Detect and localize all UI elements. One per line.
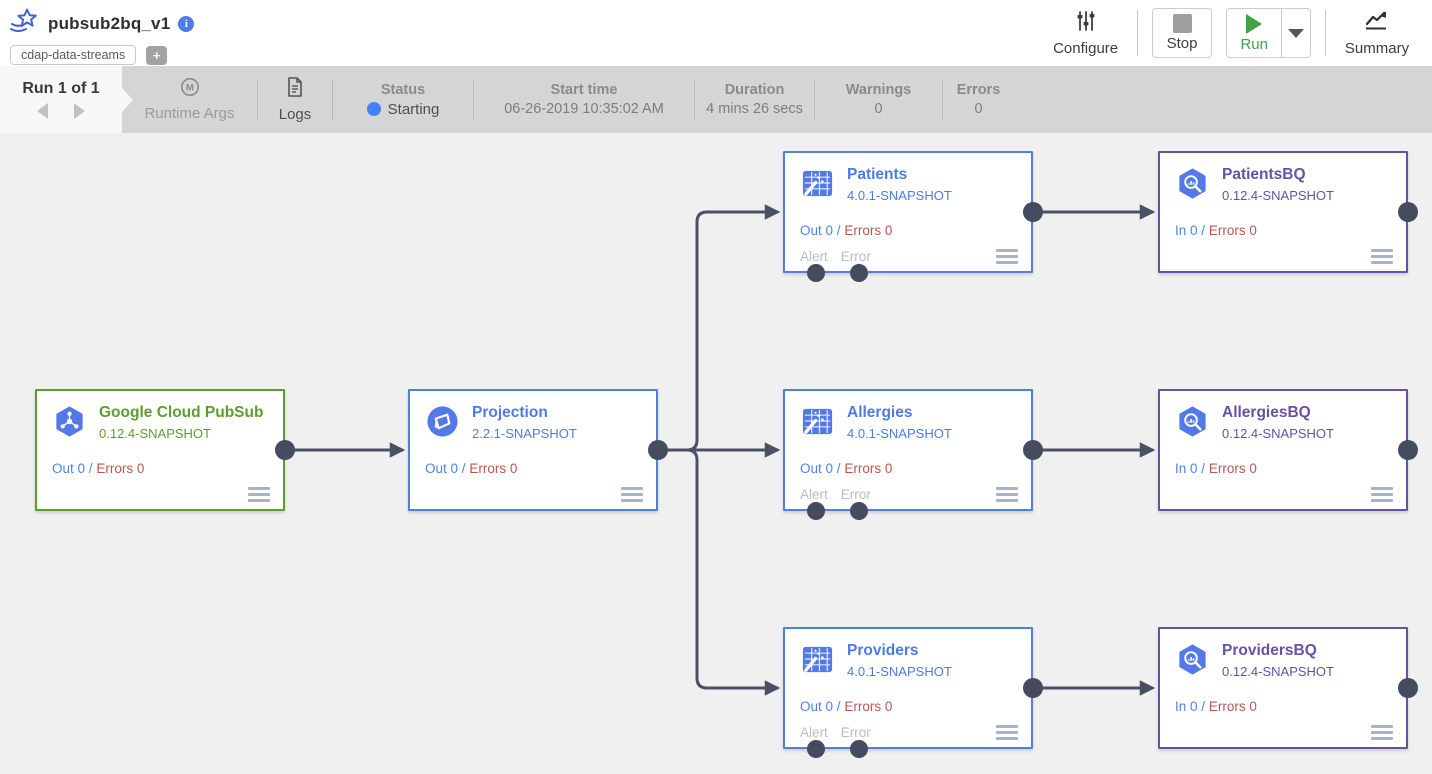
- configure-button[interactable]: Configure: [1049, 10, 1123, 57]
- errors-metric[interactable]: Errors 0: [469, 461, 518, 476]
- previous-run-arrow[interactable]: [37, 103, 48, 119]
- runbar-divider: [694, 79, 695, 120]
- out-metric[interactable]: Out 0: [800, 699, 834, 714]
- pipeline-brand: pubsub2bq_v1 i cdap-data-streams +: [0, 0, 195, 66]
- projection-icon: [425, 404, 460, 439]
- start-time-section: Start time 06-26-2019 10:35:02 AM: [504, 82, 664, 117]
- toolbar-divider: [1325, 10, 1326, 56]
- error-port-label: Error: [840, 487, 871, 502]
- node-patients[interactable]: Patients 4.0.1-SNAPSHOT Out 0 / Errors 0…: [783, 151, 1033, 273]
- svg-text:M: M: [186, 83, 194, 94]
- node-menu-icon[interactable]: [996, 725, 1018, 740]
- namespace-tag: cdap-data-streams: [10, 45, 137, 65]
- run-counter: Run 1 of 1: [22, 80, 100, 97]
- node-menu-icon[interactable]: [996, 487, 1018, 502]
- warnings-section: Warnings 0: [845, 82, 912, 117]
- node-menu-icon[interactable]: [1371, 249, 1393, 264]
- errors-metric[interactable]: Errors 0: [1208, 223, 1257, 238]
- summary-button[interactable]: Summary: [1340, 10, 1414, 57]
- runbar-divider: [257, 79, 258, 120]
- errors-metric[interactable]: Errors 0: [96, 461, 145, 476]
- duration-value: 4 mins 26 secs: [706, 101, 803, 117]
- errors-metric[interactable]: Errors 0: [844, 461, 893, 476]
- runtime-args-button[interactable]: M Runtime Args: [122, 66, 257, 133]
- pipeline-actions: Configure Stop Run: [1049, 0, 1432, 66]
- play-icon: [1246, 13, 1263, 34]
- out-metric[interactable]: Out 0: [52, 461, 86, 476]
- in-metric[interactable]: In 0: [1175, 699, 1198, 714]
- stop-button[interactable]: Stop: [1151, 8, 1213, 58]
- run-options-dropdown[interactable]: [1281, 9, 1310, 57]
- errors-metric[interactable]: Errors 0: [1208, 699, 1257, 714]
- next-run-arrow[interactable]: [74, 103, 85, 119]
- duration-section: Duration 4 mins 26 secs: [706, 82, 803, 117]
- bigquery-icon: [1175, 642, 1210, 677]
- alert-port-label: Alert: [800, 249, 828, 264]
- toolbar-divider: [1136, 10, 1138, 56]
- runbar-divider: [814, 79, 815, 120]
- errors-section: Errors 0: [956, 82, 1001, 117]
- wrangler-icon: [800, 642, 835, 677]
- chevron-down-icon: [1288, 28, 1304, 38]
- node-projection[interactable]: Projection 2.2.1-SNAPSHOT Out 0 / Errors…: [408, 389, 658, 511]
- run-button[interactable]: Run: [1227, 9, 1281, 57]
- node-menu-icon[interactable]: [248, 487, 270, 502]
- run-counter-panel: Run 1 of 1: [0, 66, 133, 133]
- node-providersbq[interactable]: ProvidersBQ 0.12.4-SNAPSHOT In 0 / Error…: [1158, 627, 1408, 749]
- alert-port-label: Alert: [800, 487, 828, 502]
- node-providers[interactable]: Providers 4.0.1-SNAPSHOT Out 0 / Errors …: [783, 627, 1033, 749]
- in-metric[interactable]: In 0: [1175, 461, 1198, 476]
- errors-metric[interactable]: Errors 0: [844, 223, 893, 238]
- warnings-value: 0: [874, 101, 883, 117]
- node-allergiesbq[interactable]: AllergiesBQ 0.12.4-SNAPSHOT In 0 / Error…: [1158, 389, 1408, 511]
- sliders-icon: [1075, 10, 1097, 37]
- pipeline-canvas[interactable]: Google Cloud PubSub 0.12.4-SNAPSHOT Out …: [0, 133, 1432, 774]
- run-button-group: Run: [1226, 8, 1311, 58]
- pipeline-title: pubsub2bq_v1: [48, 13, 171, 33]
- error-port-label: Error: [840, 249, 871, 264]
- error-port-label: Error: [840, 725, 871, 740]
- document-icon: [285, 76, 305, 103]
- node-menu-icon[interactable]: [1371, 487, 1393, 502]
- run-status-bar: Run 1 of 1 M Runtime Args Logs: [0, 66, 1432, 133]
- status-value: Starting: [387, 100, 440, 118]
- pubsub-icon: [52, 404, 87, 439]
- out-metric[interactable]: Out 0: [800, 223, 834, 238]
- runbar-divider: [473, 79, 474, 120]
- errors-metric[interactable]: Errors 0: [844, 699, 893, 714]
- node-google-cloud-pubsub[interactable]: Google Cloud PubSub 0.12.4-SNAPSHOT Out …: [35, 389, 285, 511]
- chart-line-icon: [1364, 10, 1390, 37]
- node-patientsbq[interactable]: PatientsBQ 0.12.4-SNAPSHOT In 0 / Errors…: [1158, 151, 1408, 273]
- bigquery-icon: [1175, 404, 1210, 439]
- logs-button[interactable]: Logs: [258, 66, 332, 133]
- node-menu-icon[interactable]: [1371, 725, 1393, 740]
- wrangler-icon: [800, 404, 835, 439]
- errors-metric[interactable]: Errors 0: [1208, 461, 1257, 476]
- add-tag-button[interactable]: +: [146, 45, 168, 65]
- alert-port-label: Alert: [800, 725, 828, 740]
- node-allergies[interactable]: Allergies 4.0.1-SNAPSHOT Out 0 / Errors …: [783, 389, 1033, 511]
- info-icon[interactable]: i: [178, 15, 195, 32]
- runbar-divider: [942, 79, 943, 120]
- errors-value: 0: [974, 101, 983, 117]
- node-menu-icon[interactable]: [621, 487, 643, 502]
- runbar-divider: [332, 79, 333, 120]
- in-metric[interactable]: In 0: [1175, 223, 1198, 238]
- macro-m-icon: M: [180, 77, 200, 102]
- stop-icon: [1172, 14, 1192, 33]
- start-time-value: 06-26-2019 10:35:02 AM: [504, 101, 664, 117]
- status-dot-icon: [366, 102, 381, 116]
- out-metric[interactable]: Out 0: [425, 461, 459, 476]
- realtime-pipeline-logo-icon: [10, 8, 40, 39]
- node-menu-icon[interactable]: [996, 249, 1018, 264]
- out-metric[interactable]: Out 0: [800, 461, 834, 476]
- top-bar: pubsub2bq_v1 i cdap-data-streams + Confi…: [0, 0, 1432, 66]
- bigquery-icon: [1175, 166, 1210, 201]
- status-section: Status Starting: [333, 66, 473, 133]
- wrangler-icon: [800, 166, 835, 201]
